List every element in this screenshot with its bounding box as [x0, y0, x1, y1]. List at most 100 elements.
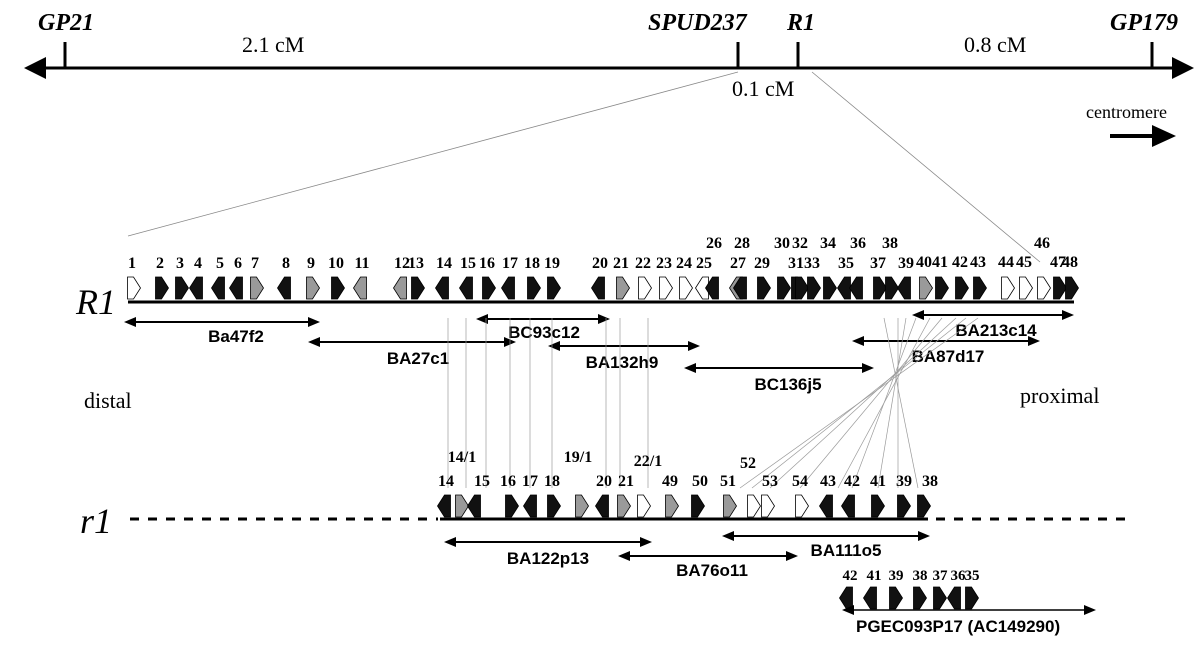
R1-gene-18 — [527, 276, 541, 300]
R1-gene-30 — [777, 276, 791, 300]
r1-gene-52 — [747, 494, 761, 518]
R1-gene-label-24: 24 — [676, 255, 692, 272]
synteny-line — [877, 317, 907, 489]
r1-gene-label-52: 52 — [740, 455, 756, 472]
r1-gene-15 — [467, 494, 481, 518]
R1-gene-19 — [547, 276, 561, 300]
r1-gene-label-14-1: 14/1 — [448, 449, 476, 466]
r1-gene-label-43: 43 — [820, 473, 836, 490]
R1-gene-label-40: 40 — [916, 254, 932, 271]
distance-middle: 0.1 cM — [732, 76, 794, 101]
marker-spud237: SPUD237 — [648, 10, 748, 36]
R1-gene-20 — [591, 276, 605, 300]
R1-gene-label-43: 43 — [970, 254, 986, 271]
R1-bac-BA87d17-arrowhead-right — [1028, 336, 1040, 346]
r1-bac-BA122p13-arrowhead-left — [444, 537, 456, 547]
r1-gene-19-1 — [575, 494, 589, 518]
R1-bac-BA132h9-label: BA132h9 — [586, 353, 659, 372]
centromere-label: centromere — [1086, 102, 1167, 122]
pgec-gene-35 — [965, 586, 979, 610]
r1-gene-label-16: 16 — [500, 473, 516, 490]
R1-gene-label-18: 18 — [524, 255, 540, 272]
r1-gene-18 — [547, 494, 561, 518]
pgec-gene-label-37: 37 — [933, 568, 949, 584]
R1-gene-label-20: 20 — [592, 255, 608, 272]
synteny-line — [769, 317, 957, 489]
pgec-arrowhead-right — [1084, 605, 1096, 615]
r1-bac-BA111o5-arrowhead-left — [722, 531, 734, 541]
R1-gene-25 — [695, 276, 709, 300]
R1-gene-label-39: 39 — [898, 255, 914, 272]
label-proximal: proximal — [1020, 383, 1099, 408]
zoom-line-left — [127, 71, 739, 237]
R1-gene-label-32: 32 — [792, 235, 808, 252]
R1-gene-label-16: 16 — [479, 255, 495, 272]
R1-gene-13 — [411, 276, 425, 300]
r1-gene-label-38: 38 — [922, 473, 938, 490]
genetic-map: GP21 SPUD237 R1 GP179 2.1 cM 0.1 cM 0.8 … — [24, 10, 1194, 147]
R1-gene-label-48: 48 — [1062, 254, 1078, 271]
R1-gene-44 — [1001, 276, 1015, 300]
centromere-arrowhead — [1152, 125, 1176, 147]
R1-gene-4 — [189, 276, 203, 300]
r1-gene-label-42: 42 — [844, 473, 860, 490]
R1-gene-2 — [155, 276, 169, 300]
r1-gene-53 — [761, 494, 775, 518]
R1-gene-41 — [935, 276, 949, 300]
R1-gene-label-47: 47 — [1050, 254, 1066, 271]
R1-gene-label-15: 15 — [460, 255, 476, 272]
R1-gene-label-7: 7 — [251, 255, 259, 272]
marker-gp21: GP21 — [38, 10, 94, 36]
R1-bac-BA213c14-arrowhead-right — [1062, 310, 1074, 320]
R1-gene-label-13: 13 — [408, 255, 424, 272]
left-arrowhead — [24, 57, 46, 79]
r1-gene-54 — [795, 494, 809, 518]
pgec-gene-label-41: 41 — [867, 568, 882, 584]
r1-gene-43 — [819, 494, 833, 518]
marker-r1: R1 — [786, 10, 815, 36]
R1-gene-10 — [331, 276, 345, 300]
r1-gene-label-39: 39 — [896, 473, 912, 490]
row-label-R1: R1 — [75, 282, 116, 322]
r1-gene-39 — [897, 494, 911, 518]
R1-gene-23 — [659, 276, 673, 300]
pgec-gene-42 — [839, 586, 853, 610]
R1-gene-39 — [897, 276, 911, 300]
R1-gene-label-36: 36 — [850, 235, 866, 252]
R1-gene-label-41: 41 — [932, 254, 948, 271]
R1-gene-16 — [482, 276, 496, 300]
R1-bac-BC136j5-arrowhead-right — [862, 363, 874, 373]
R1-gene-label-31: 31 — [788, 255, 804, 272]
R1-gene-label-8: 8 — [282, 255, 290, 272]
R1-gene-8 — [277, 276, 291, 300]
R1-gene-37 — [873, 276, 887, 300]
r1-gene-label-14: 14 — [438, 473, 454, 490]
R1-gene-label-45: 45 — [1016, 254, 1032, 271]
R1-gene-label-4: 4 — [194, 255, 202, 272]
R1-gene-label-9: 9 — [307, 255, 315, 272]
right-arrowhead — [1172, 57, 1194, 79]
R1-gene-48 — [1065, 276, 1079, 300]
distance-right: 0.8 cM — [964, 32, 1026, 57]
synteny-line — [837, 317, 931, 489]
r1-gene-14-1 — [455, 494, 469, 518]
R1-gene-24 — [679, 276, 693, 300]
R1-gene-36 — [849, 276, 863, 300]
r1-gene-49 — [665, 494, 679, 518]
r1-gene-label-22-1: 22/1 — [634, 453, 662, 470]
r1-gene-14 — [437, 494, 451, 518]
R1-gene-label-46: 46 — [1034, 235, 1050, 252]
R1-gene-6 — [229, 276, 243, 300]
marker-gp179: GP179 — [1110, 10, 1178, 36]
R1-gene-22 — [638, 276, 652, 300]
R1-bac-BA87d17-arrowhead-left — [852, 336, 864, 346]
r1-gene-label-41: 41 — [870, 473, 886, 490]
R1-bac-BA213c14-label: BA213c14 — [955, 321, 1037, 340]
R1-gene-45 — [1019, 276, 1033, 300]
distance-left: 2.1 cM — [242, 32, 304, 57]
R1-gene-label-14: 14 — [436, 255, 452, 272]
r1-gene-51 — [723, 494, 737, 518]
pgec-gene-label-39: 39 — [889, 568, 904, 584]
